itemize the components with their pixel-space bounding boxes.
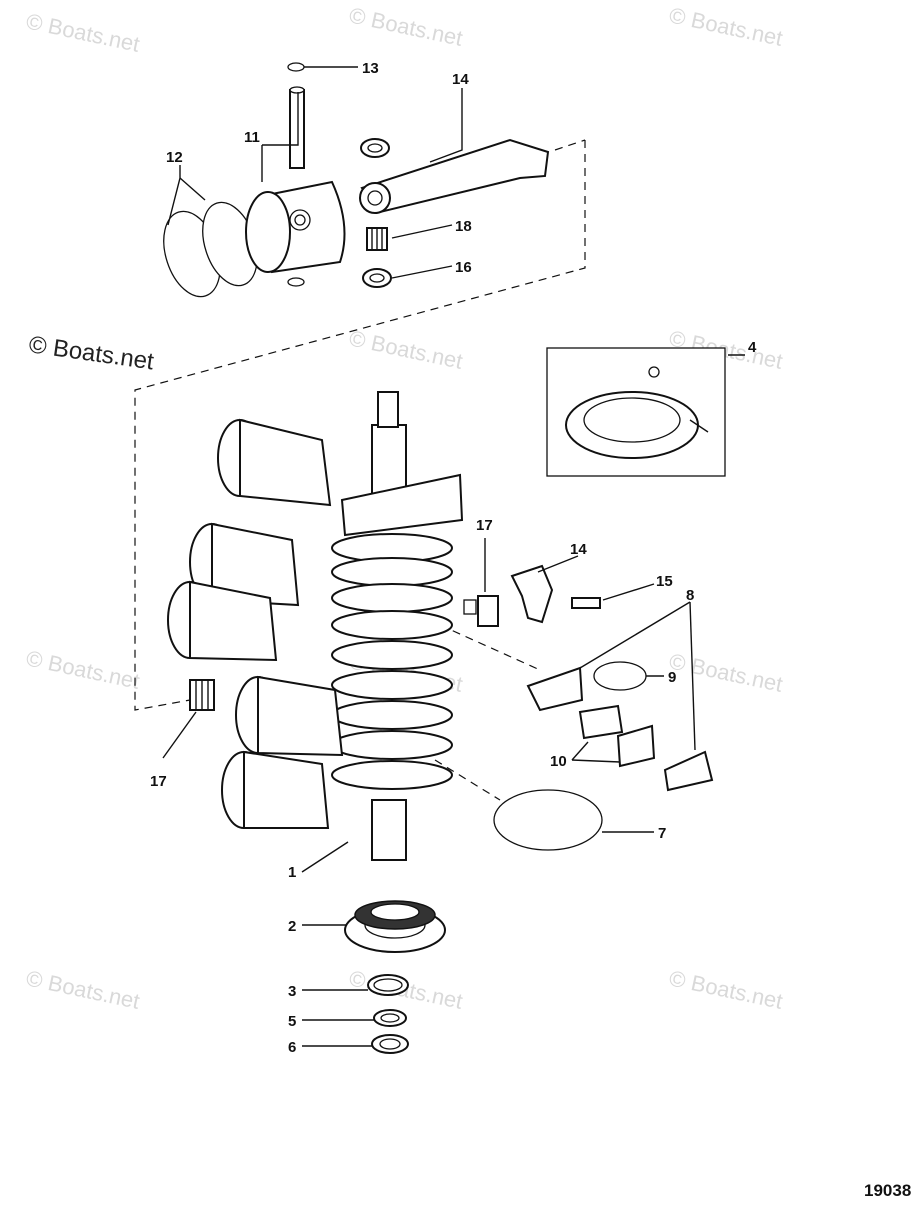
callout-3: 3 [288,983,296,1000]
retaining-ring-bottom [287,277,305,287]
seal-5 [373,1009,407,1027]
dashed-connector [434,759,501,801]
callout-12: 12 [166,149,183,166]
needle-bearing-17-right [463,595,499,627]
callout-10: 10 [550,753,567,770]
callout-15: 15 [656,573,673,590]
callout-1: 1 [288,864,296,881]
retaining-ring-7 [493,789,603,851]
piston-cylinder-4 [235,675,344,757]
assembly-dashed-outline [134,140,586,711]
needle-bearing-17-left [189,679,215,711]
callout-17-left: 17 [150,773,167,790]
main-bearing-sleeve-8 [526,666,714,792]
callout-7: 7 [658,825,666,842]
rod-bolt [571,597,601,609]
watermark-text: © Boats.net [347,325,465,373]
piston-cylinder-2 [189,522,300,607]
piston-ring-set [163,201,258,298]
figure-number: 19038 [864,1181,911,1200]
piston-pin [289,86,305,169]
callout-16: 16 [455,259,472,276]
callout-6: 6 [288,1039,296,1056]
connecting-rod-cap [510,564,554,624]
piston-cylinder-1 [217,418,332,507]
callout-18: 18 [455,218,472,235]
callout-13: 13 [362,60,379,77]
watermark-text: © Boats.net [24,8,142,56]
ball-bearing-2 [344,900,446,953]
needle-bearing-top [366,227,388,251]
washer-top [360,138,390,158]
connecting-rod-top [359,138,550,214]
callout-9: 9 [668,669,676,686]
watermark-text: © Boats.net [24,965,142,1013]
leader-lines [162,66,745,1047]
watermark-text: © Boats.net [347,2,465,50]
callout-17-right: 17 [476,517,493,534]
callout-2: 2 [288,918,296,935]
roller-bearing-set-10 [578,704,656,768]
crankshaft-seal-carrier [565,366,709,459]
watermark-text: © Boats.net [667,648,785,696]
dashed-connector [439,624,541,671]
callout-4: 4 [748,339,757,356]
callout-labels: 13 14 11 12 18 16 4 17 14 15 8 9 10 7 17… [150,60,757,1056]
watermark-text: © Boats.net [667,2,785,50]
watermark-main: © Boats.net [27,331,156,375]
o-ring-9 [593,661,647,691]
washer-6 [371,1034,409,1054]
retaining-ring-3 [367,974,409,996]
piston-top [245,180,346,274]
callout-14-top: 14 [452,71,469,88]
callout-5: 5 [288,1013,296,1030]
watermark-text: © Boats.net [24,645,142,693]
retaining-ring-top [287,62,305,72]
dashed-connector [554,139,586,151]
piston-cylinder-3 [167,580,278,662]
piston-cylinder-5 [221,750,330,829]
callout-14-mid: 14 [570,541,587,558]
washer-bottom [362,268,392,288]
watermark-text: © Boats.net [667,965,785,1013]
crankshaft [331,391,464,861]
callout-8: 8 [686,587,694,604]
callout-11: 11 [244,129,260,146]
